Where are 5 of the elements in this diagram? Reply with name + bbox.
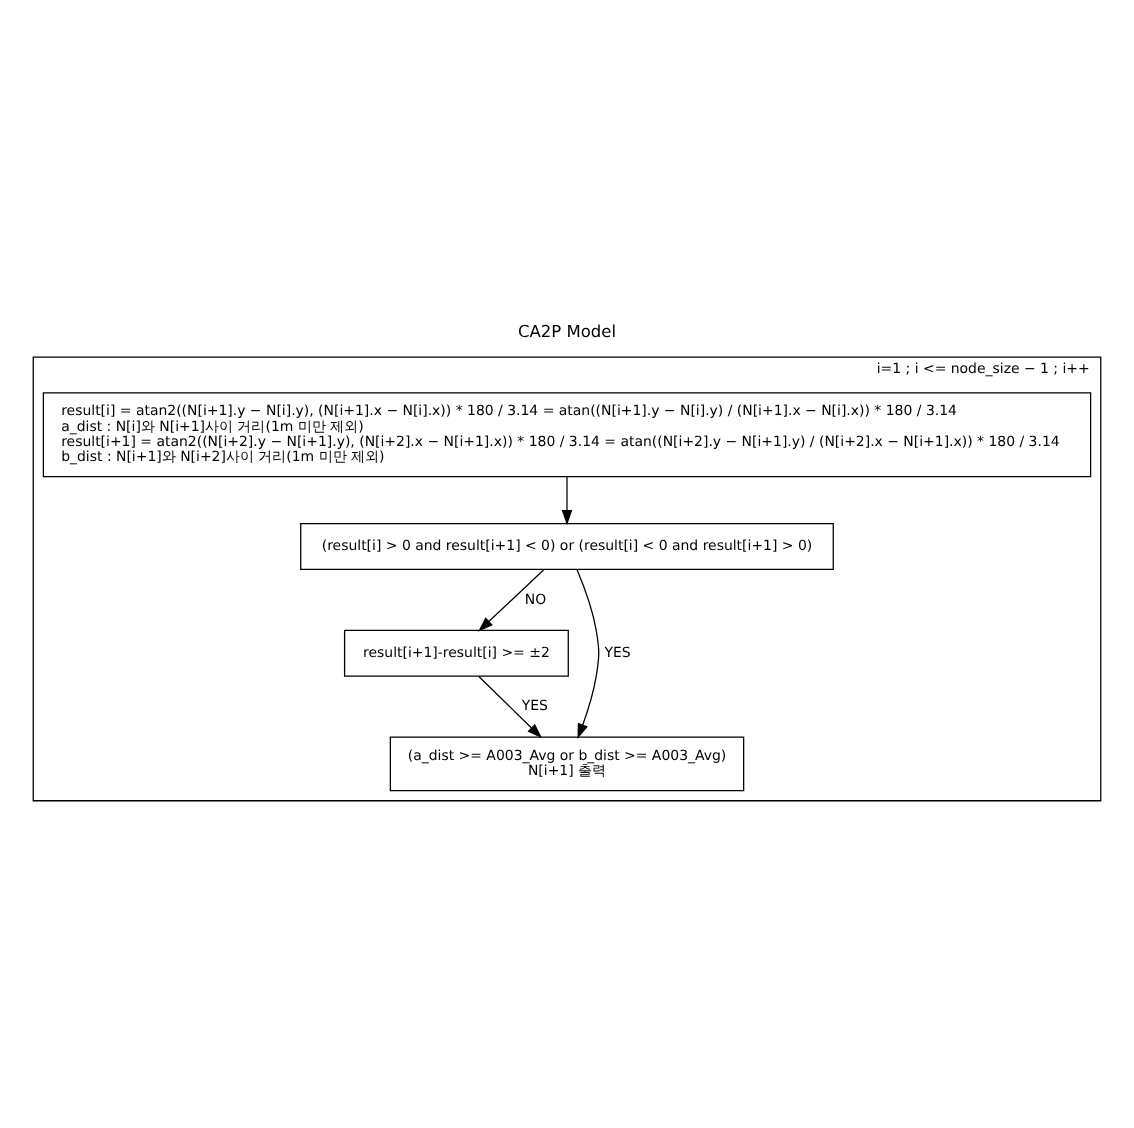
diagram-title: CA2P Model	[517, 320, 617, 341]
arrow	[478, 568, 545, 631]
arrow	[478, 674, 543, 738]
arrow	[576, 568, 600, 738]
arrow	[561, 475, 573, 525]
